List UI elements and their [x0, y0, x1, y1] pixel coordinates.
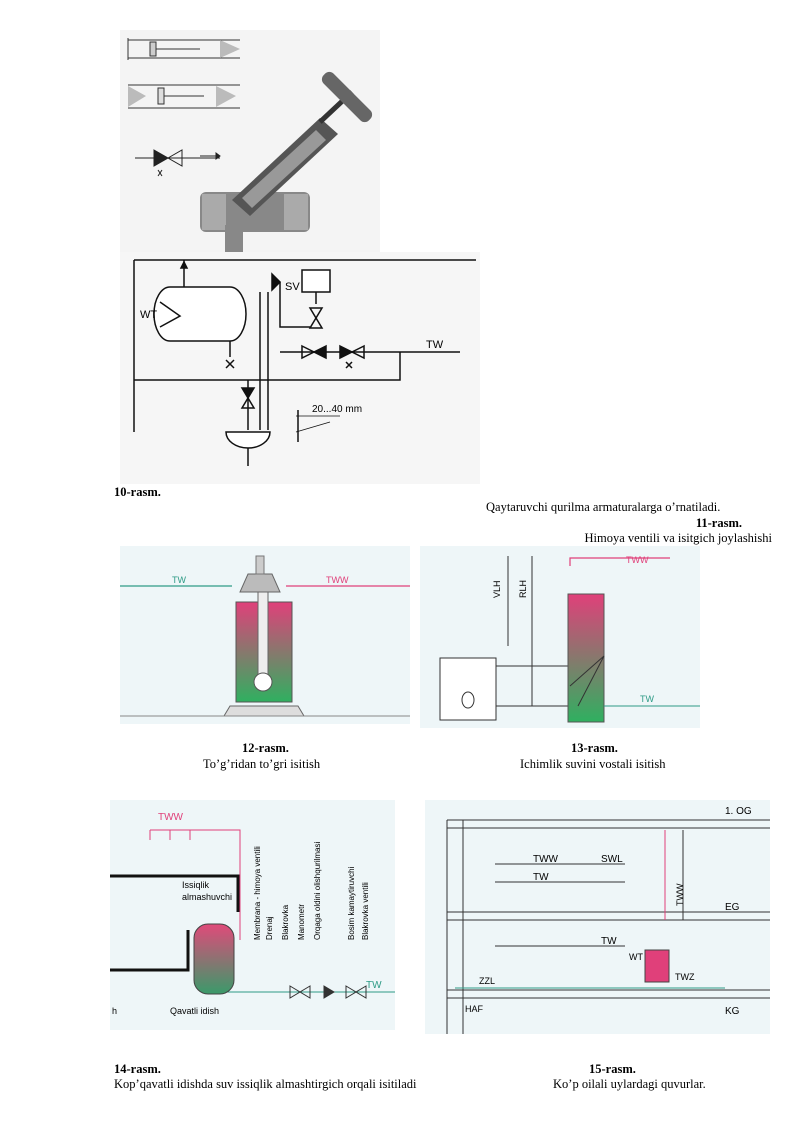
label-exchanger-2: almashuvchi: [182, 892, 232, 902]
label-wt: WT: [629, 952, 643, 962]
fig12-number: 12-rasm.: [242, 741, 289, 755]
label-tww-vertical: TWW: [675, 883, 685, 906]
label-membrane-valve: Membrana - himoya ventili: [253, 846, 262, 940]
label-drain: Drenaj: [265, 916, 274, 940]
label-twz: TWZ: [675, 972, 695, 982]
water-heater-tank: [153, 286, 247, 342]
label-swl: SWL: [601, 854, 623, 865]
fig10-number: 10-rasm.: [114, 485, 161, 499]
label-tww: TWW: [326, 575, 349, 585]
label-lockout: Blakrovka: [281, 904, 290, 940]
check-valve-symbol-3: [135, 149, 221, 177]
check-valve-symbol-1: [127, 38, 240, 60]
label-backflow-preventer: Orqaga oldini olishqurilmasi: [313, 842, 322, 940]
fig15-number: 15-rasm.: [589, 1062, 636, 1076]
label-tw-2: TW: [601, 936, 617, 947]
fig11-caption-line2: Himoya ventili va isitgich joylashishi: [584, 531, 772, 545]
label-eg: EG: [725, 902, 740, 913]
figure-14-multilayer-tank: TWW TW Issiqlik almashuvchi Qavatli idis…: [110, 800, 395, 1030]
label-tww: TWW: [626, 555, 649, 565]
fig11-caption-line1: Qaytaruvchi qurilma armaturalarga o’rnat…: [486, 500, 721, 514]
fig13-caption: Ichimlik suvini vostali isitish: [520, 757, 666, 771]
fig14-caption: Kop’qavatli idishda suv issiqlik almasht…: [114, 1077, 417, 1091]
label-pressure-reducer: Bosim kamaytiruvchi: [347, 866, 356, 940]
label-lockout-valve: Blakrovka ventili: [361, 882, 370, 940]
label-og: 1. OG: [725, 806, 752, 817]
label-manometer: Manometr: [297, 904, 306, 940]
label-zzl: ZZL: [479, 976, 495, 986]
label-wt: WT: [140, 309, 157, 321]
fig11-number: 11-rasm.: [695, 516, 742, 530]
figure-10-valve-drawing: [120, 30, 380, 260]
label-tww: TWW: [533, 854, 559, 865]
fig14-number: 14-rasm.: [114, 1062, 161, 1076]
label-tww: TWW: [158, 812, 184, 823]
figure-13-indirect-heating: VLH RLH TWW TW: [420, 546, 700, 728]
label-tw: TW: [426, 339, 444, 351]
label-kg: KG: [725, 1006, 740, 1017]
label-dimension: 20...40 mm: [312, 404, 362, 415]
fig13-number: 13-rasm.: [571, 741, 618, 755]
label-exchanger-1: Issiqlik: [182, 880, 210, 890]
angle-valve-body: [200, 71, 373, 253]
figure-12-direct-heating: TW TWW: [120, 546, 410, 724]
label-h: h: [112, 1006, 117, 1016]
label-tw: TW: [533, 872, 549, 883]
label-rlh: RLH: [518, 580, 528, 598]
label-tw: TW: [366, 980, 382, 991]
check-valve-symbol-2: [128, 84, 240, 109]
label-haf: HAF: [465, 1004, 484, 1014]
figure-10-schematic: WT SV TW 20...40 mm: [120, 252, 480, 484]
label-tw: TW: [172, 575, 186, 585]
figure-15-building-pipes: 1. OG EG KG TWW SWL TW TW TWW ZZL HAF WT…: [425, 800, 770, 1034]
label-tank: Qavatli idish: [170, 1006, 219, 1016]
label-vlh: VLH: [492, 580, 502, 598]
fig15-caption: Ko’p oilali uylardagi quvurlar.: [553, 1077, 706, 1091]
label-tw: TW: [640, 694, 654, 704]
fig12-caption: To’g’ridan to’gri isitish: [203, 757, 321, 771]
label-sv: SV: [285, 281, 300, 293]
